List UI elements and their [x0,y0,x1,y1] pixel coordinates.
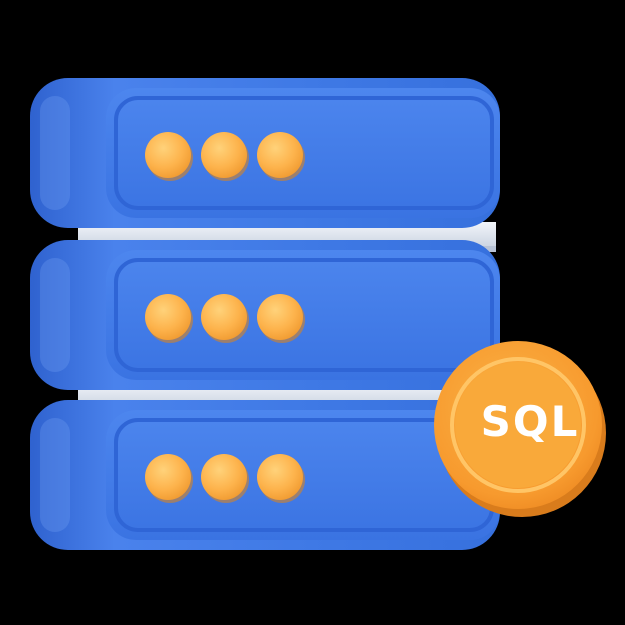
sql-badge-inner [455,362,581,488]
status-led [201,294,247,340]
server-unit [30,78,500,228]
server-stack [30,78,500,550]
status-led [201,132,247,178]
status-led [257,294,303,340]
status-led [145,294,191,340]
server-face-outline [114,258,494,372]
server-body-highlight [40,258,70,372]
status-led [201,454,247,500]
server-unit [30,240,500,390]
sql-badge-rim [450,357,586,493]
server-body-highlight [40,418,70,532]
status-led [257,132,303,178]
server-unit [30,400,500,550]
sql-badge: SQL [434,341,606,517]
sql-badge-label: SQL [481,397,580,446]
status-led [145,454,191,500]
server-face-outline [114,96,494,210]
status-led [257,454,303,500]
server-body-highlight [40,96,70,210]
status-led [145,132,191,178]
